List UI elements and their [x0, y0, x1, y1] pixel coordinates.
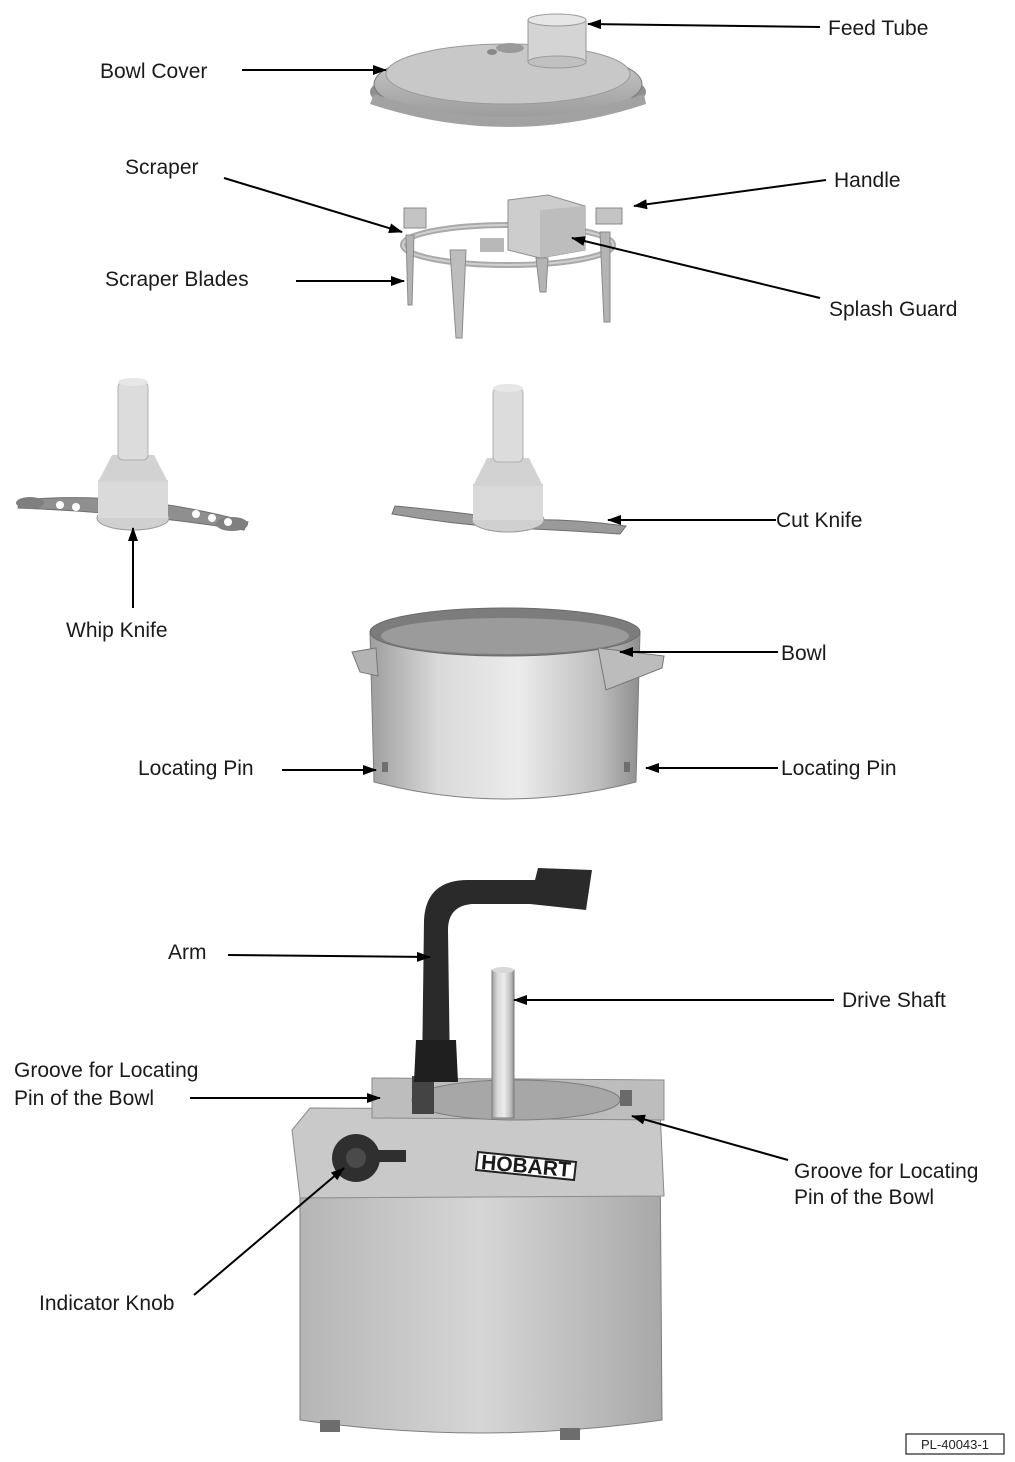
leader-arrows — [128, 19, 834, 1296]
label-groove-left-line2: Pin of the Bowl — [14, 1087, 154, 1110]
label-whip-knife: Whip Knife — [66, 619, 168, 642]
scraper-blades-part — [405, 231, 611, 339]
figure-reference: PL-40043-1 — [905, 1433, 1005, 1455]
bowl-cover-part — [370, 43, 646, 127]
label-groove-right-line1: Groove for Locating — [794, 1160, 978, 1183]
label-bowl: Bowl — [781, 642, 827, 665]
splash-guard-part — [507, 194, 586, 259]
label-bowl-cover: Bowl Cover — [100, 60, 207, 83]
figure-reference-text: PL-40043-1 — [921, 1437, 989, 1452]
label-feed-tube: Feed Tube — [828, 17, 928, 40]
arm-part — [414, 868, 592, 1082]
bowl-part — [351, 607, 665, 800]
label-handle: Handle — [834, 169, 901, 192]
label-groove-left-line1: Groove for Locating — [14, 1059, 198, 1082]
label-splash-guard: Splash Guard — [829, 298, 957, 321]
feed-tube-part — [527, 13, 587, 69]
label-locating-pin-left: Locating Pin — [138, 757, 254, 780]
base-unit-part — [291, 1076, 665, 1440]
label-locating-pin-right: Locating Pin — [781, 757, 897, 780]
whip-knife-part — [16, 378, 249, 531]
label-indicator-knob: Indicator Knob — [39, 1292, 174, 1315]
label-scraper: Scraper — [125, 156, 199, 179]
label-drive-shaft: Drive Shaft — [842, 989, 946, 1012]
label-cut-knife: Cut Knife — [776, 509, 862, 532]
label-groove-right-line2: Pin of the Bowl — [794, 1186, 934, 1209]
label-arm: Arm — [168, 941, 207, 964]
drive-shaft-part — [491, 967, 515, 1119]
label-scraper-blades: Scraper Blades — [105, 268, 249, 291]
cut-knife-part — [391, 384, 627, 535]
